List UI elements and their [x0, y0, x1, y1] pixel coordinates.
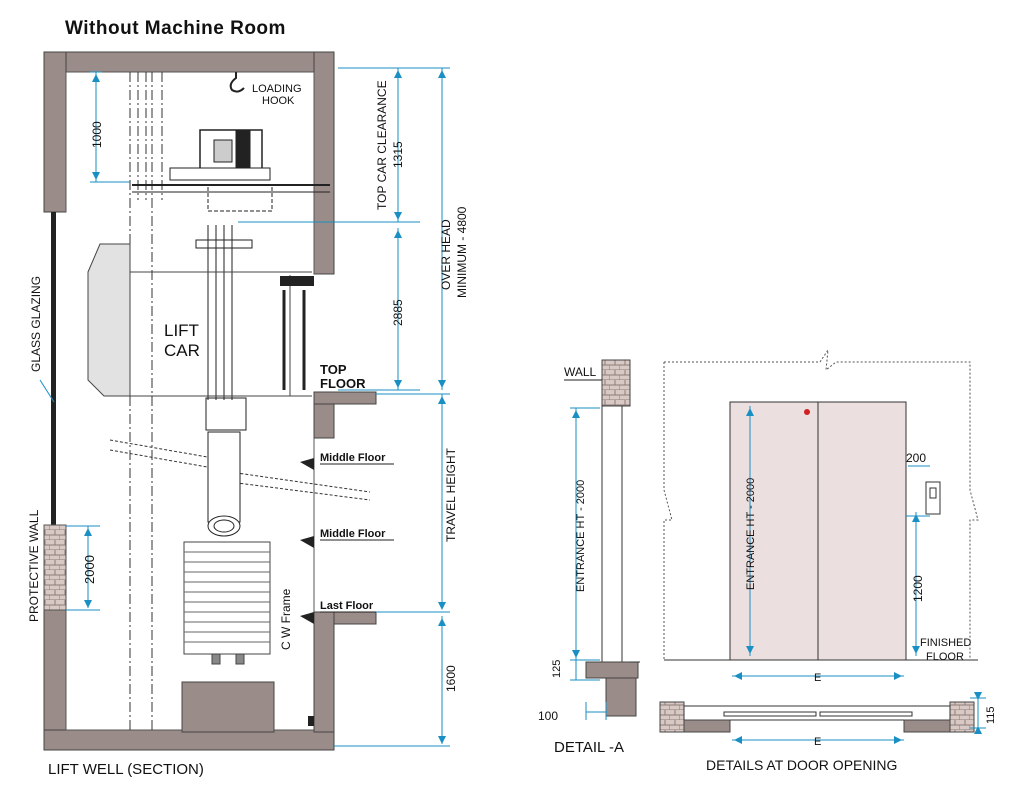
detail-a-entrance-label: ENTRANCE HT - 2000 — [575, 480, 587, 592]
cw-frame-label: C W Frame — [279, 588, 293, 650]
travel-height-label: TRAVEL HEIGHT — [444, 447, 458, 542]
landing-marks — [300, 458, 314, 726]
detail-a-caption: DETAIL -A — [554, 739, 624, 756]
dimension-arrows — [84, 70, 446, 744]
protective-wall — [43, 524, 67, 611]
dim-200: 200 — [906, 451, 926, 465]
machine-unit — [132, 129, 330, 212]
dim-1200: 1200 — [911, 575, 925, 602]
last-floor-label: Last Floor — [320, 600, 374, 612]
door-detail-caption: DETAILS AT DOOR OPENING — [706, 757, 897, 773]
guide-rails — [129, 72, 163, 730]
door-entrance-label: ENTRANCE HT - 2000 — [745, 478, 757, 590]
over-head-label: OVER HEAD — [439, 219, 453, 290]
diagram-title: Without Machine Room — [65, 18, 286, 39]
dim-115: 115 — [985, 706, 997, 724]
break-line — [109, 439, 371, 501]
top-car-clearance-value: 1315 — [391, 141, 405, 168]
middle-floor-label-a: Middle Floor — [320, 452, 386, 464]
loading-hook-label-1: LOADING — [252, 83, 302, 95]
wall-label: WALL — [564, 365, 597, 379]
protective-wall-label: PROTECTIVE WALL — [27, 509, 41, 622]
section-caption: LIFT WELL (SECTION) — [48, 761, 204, 778]
counterweight-frame — [183, 541, 271, 665]
dim-2885: 2885 — [391, 299, 405, 326]
buffer-cylinder — [207, 431, 241, 537]
door-opening-detail — [659, 349, 986, 744]
dim-e-top: E — [814, 672, 821, 684]
dimension-lines — [39, 67, 450, 747]
dim-1000: 1000 — [90, 121, 104, 148]
loading-hook-label-2: HOOK — [262, 95, 295, 107]
over-head-minimum: MINIMUM - 4800 — [455, 206, 469, 298]
lift-car-label-1: LIFT — [164, 321, 199, 340]
dim-e-bottom: E — [814, 736, 821, 748]
top-floor-label-1: TOP — [320, 362, 347, 377]
finished-floor-label-2: FLOOR — [926, 651, 964, 663]
loading-hook — [229, 72, 245, 93]
dim-1600: 1600 — [444, 665, 458, 692]
top-car-clearance-label: TOP CAR CLEARANCE — [375, 80, 389, 210]
lift-car — [87, 243, 314, 397]
middle-floor-label-b: Middle Floor — [320, 528, 386, 540]
finished-floor-label-1: FINISHED — [920, 637, 971, 649]
lift-car-label-2: CAR — [164, 341, 200, 360]
detail-a — [570, 359, 640, 720]
lift-well-walls — [43, 51, 377, 751]
glass-glazing — [51, 212, 56, 525]
glass-glazing-label: GLASS GLAZING — [29, 276, 43, 372]
dim-2000: 2000 — [82, 555, 97, 584]
dim-100: 100 — [538, 709, 558, 723]
top-floor-label-2: FLOOR — [320, 376, 366, 391]
dim-125: 125 — [551, 660, 563, 678]
suspension-rods — [195, 225, 253, 431]
